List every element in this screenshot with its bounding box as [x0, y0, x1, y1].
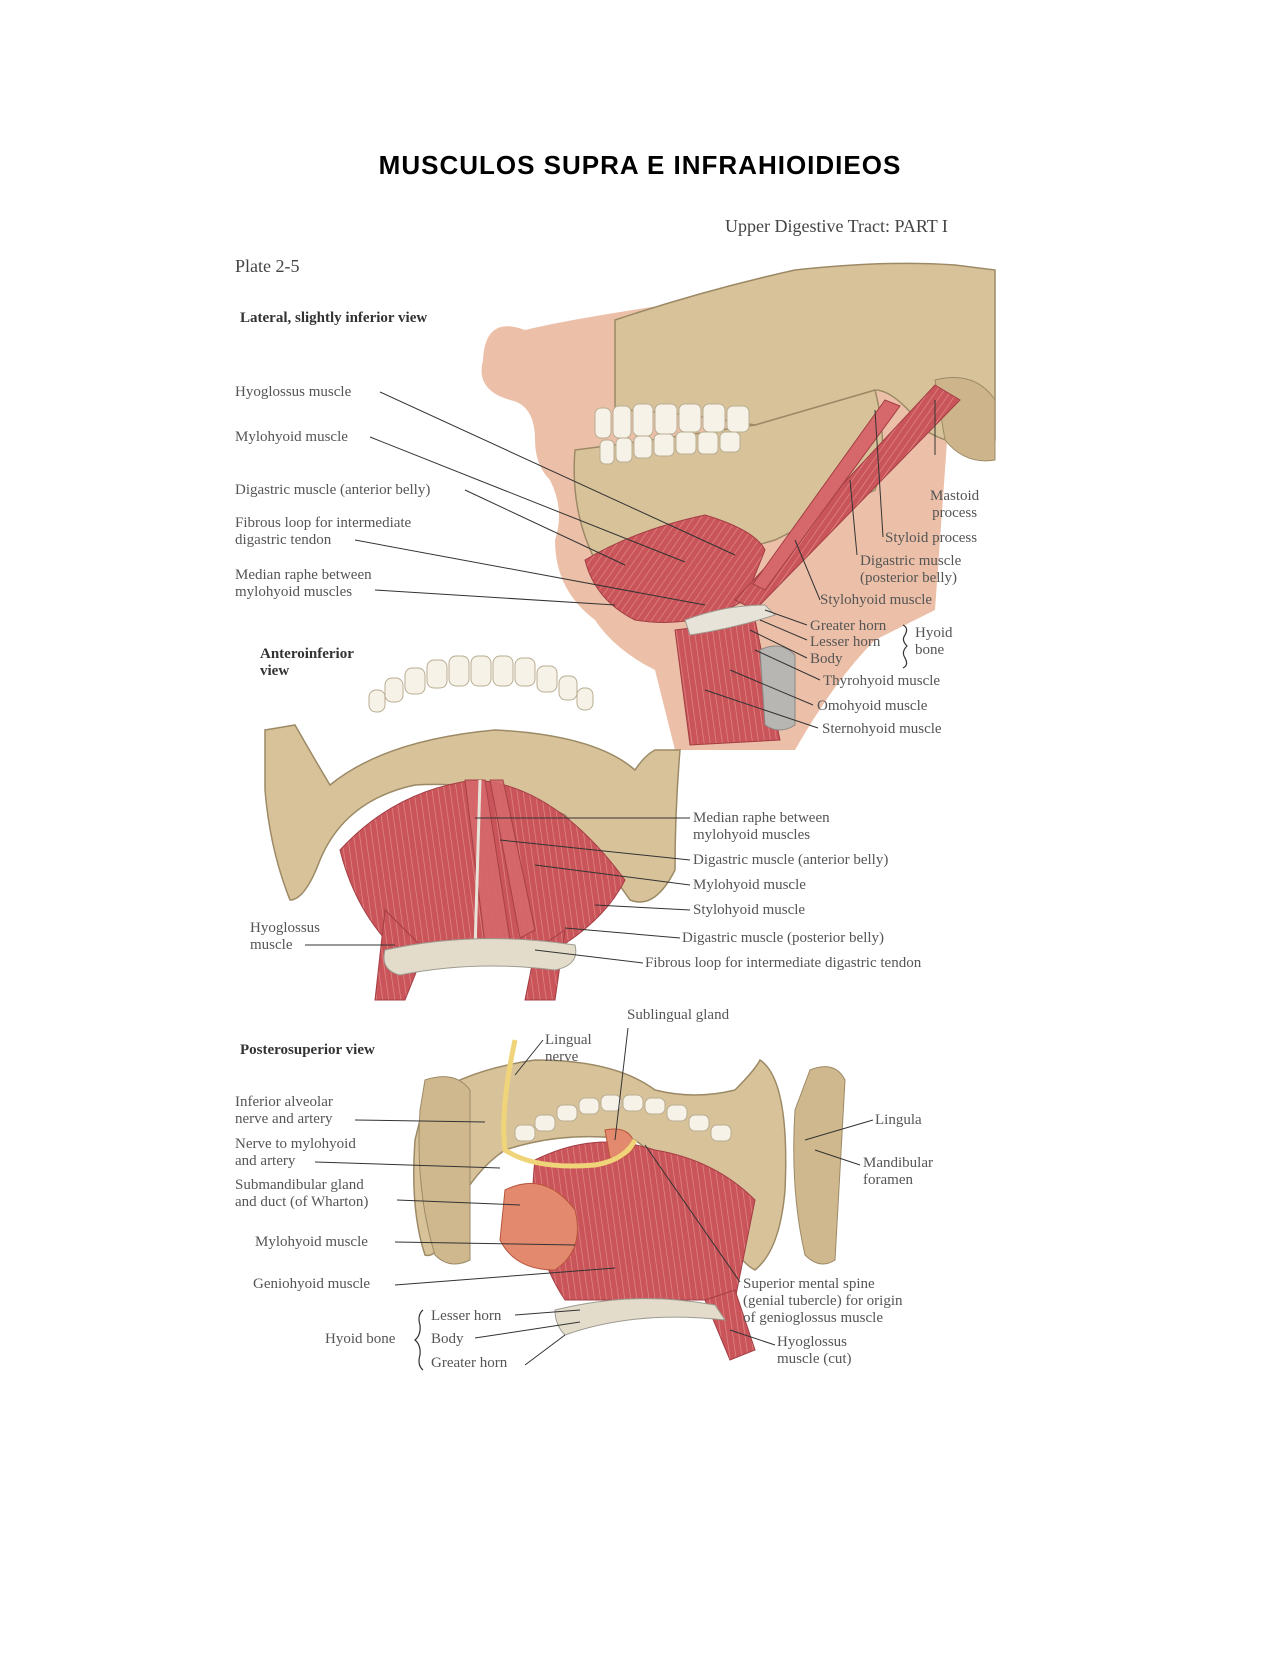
anteroinferior-view-figure	[264, 655, 681, 1001]
lateral-view-figure	[481, 262, 996, 750]
label-thyrohyoid: Thyrohyoid muscle	[823, 673, 941, 689]
label-geniohyoid: Geniohyoid muscle	[253, 1276, 371, 1292]
label-digastric-posterior-lateral: Digastric muscle (posterior belly)	[860, 553, 962, 586]
right-ramus-posterosuperior	[793, 1066, 846, 1265]
median-raphe-anteroinferior	[473, 779, 482, 951]
label-sternohyoid: Sternohyoid muscle	[822, 721, 942, 737]
plate-illustration	[264, 262, 996, 1371]
leader-lines	[305, 391, 936, 1366]
mylohyoid-muscle-lateral	[584, 514, 766, 623]
plate-series-title: Upper Digestive Tract: PART I	[725, 216, 948, 236]
label-stylohyoid-lateral: Stylohyoid muscle	[820, 592, 933, 608]
label-mandibular-foramen: Mandibular foramen	[863, 1155, 933, 1188]
left-ramus-posterosuperior	[418, 1076, 471, 1265]
label-greater-horn-posterosuperior: Greater horn	[431, 1355, 508, 1371]
label-mastoid-process: Mastoid process	[930, 488, 980, 521]
label-lingual-nerve: Lingual nerve	[545, 1032, 592, 1065]
label-stylohyoid-anteroinferior: Stylohyoid muscle	[693, 902, 806, 918]
label-lesser-horn-lateral: Lesser horn	[810, 634, 881, 650]
hyoid-bone-brace-posterosuperior	[414, 1309, 424, 1371]
hyoid-bone-lateral	[684, 604, 776, 636]
label-inferior-alveolar: Inferior alveolar nerve and artery	[235, 1094, 333, 1127]
label-hyoglossus-cut: Hyoglossus muscle (cut)	[777, 1334, 852, 1367]
lower-teeth	[599, 431, 741, 465]
posterosuperior-teeth	[514, 1094, 732, 1142]
label-lingula: Lingula	[875, 1112, 922, 1128]
label-body-posterosuperior: Body	[431, 1331, 464, 1347]
anteroinferior-view-title: Anteroinferior view	[260, 646, 354, 679]
label-hyoglossus-anteroinferior: Hyoglossus muscle	[250, 920, 321, 953]
label-hyoid-bone-posterosuperior: Hyoid bone	[325, 1331, 396, 1347]
label-submandibular-gland: Submandibular gland and duct (of Wharton…	[235, 1177, 369, 1210]
label-body-lateral: Body	[810, 651, 843, 667]
mandible-anteroinferior	[264, 724, 681, 903]
label-sublingual-gland: Sublingual gland	[627, 1007, 730, 1023]
lingual-nerve	[501, 1039, 638, 1169]
lateral-view-title: Lateral, slightly inferior view	[240, 310, 428, 326]
hyoid-bone-posterosuperior	[554, 1298, 727, 1336]
label-fibrous-loop-anteroinferior: Fibrous loop for intermediate digastric …	[645, 955, 922, 971]
label-median-raphe-anteroinferior: Median raphe between mylohyoid muscles	[693, 810, 830, 843]
label-mylohyoid-lateral: Mylohyoid muscle	[235, 429, 348, 445]
label-mylohyoid-posterosuperior: Mylohyoid muscle	[255, 1234, 368, 1250]
label-superior-mental-spine: Superior mental spine (genial tubercle) …	[743, 1276, 903, 1326]
hyoid-bone-anteroinferior	[383, 938, 577, 976]
label-digastric-posterior-anteroinferior: Digastric muscle (posterior belly)	[682, 930, 885, 946]
label-digastric-anterior-anteroinferior: Digastric muscle (anterior belly)	[693, 852, 889, 868]
label-mylohyoid-anteroinferior: Mylohyoid muscle	[693, 877, 806, 893]
hyoid-bone-brace-lateral	[902, 624, 908, 669]
label-greater-horn-lateral: Greater horn	[810, 618, 887, 634]
posterosuperior-view-title: Posterosuperior view	[240, 1042, 375, 1058]
label-nerve-to-mylohyoid: Nerve to mylohyoid and artery	[235, 1136, 356, 1169]
label-fibrous-loop-lateral: Fibrous loop for intermediate digastric …	[235, 515, 412, 548]
label-digastric-anterior-lateral: Digastric muscle (anterior belly)	[235, 482, 431, 498]
plate-number: Plate 2-5	[235, 256, 300, 276]
hyoglossus-muscle-cut	[704, 1289, 756, 1361]
thyroid-cartilage	[759, 645, 796, 731]
anteroinferior-teeth	[368, 655, 594, 713]
document-title: MUSCULOS SUPRA E INFRAHIOIDIEOS	[378, 150, 902, 180]
label-hyoglossus-lateral: Hyoglossus muscle	[235, 384, 352, 400]
anatomy-plate: Upper Digestive Tract: PART I Plate 2-5 …	[235, 210, 1035, 1450]
label-hyoid-bone-lateral: Hyoid bone	[915, 625, 953, 658]
stylohyoid-muscle	[752, 399, 901, 591]
label-omohyoid: Omohyoid muscle	[817, 698, 928, 714]
upper-teeth	[594, 403, 750, 439]
label-median-raphe-lateral: Median raphe between mylohyoid muscles	[235, 567, 372, 600]
label-styloid-process: Styloid process	[885, 530, 978, 546]
label-lesser-horn-posterosuperior: Lesser horn	[431, 1308, 502, 1324]
